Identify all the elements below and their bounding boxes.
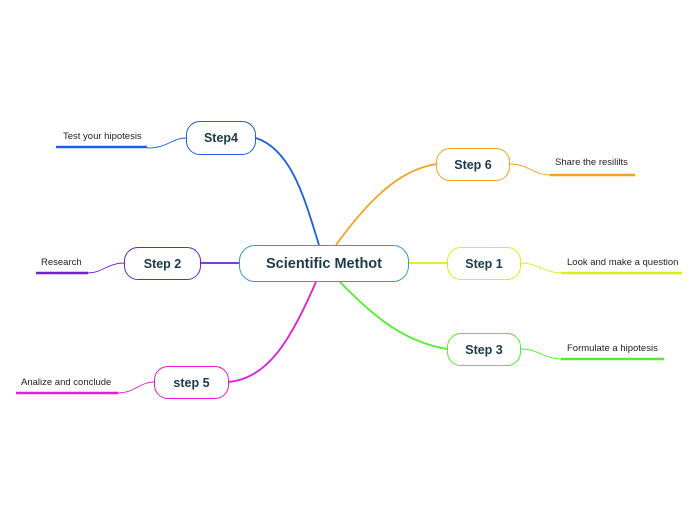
branch-step4-label: Step4 [203, 131, 239, 145]
leaf-formulate-a-hipotesis[interactable]: Formulate a hipotesis [567, 343, 658, 354]
branch-step6[interactable]: Step 6 [436, 148, 510, 181]
connector-central-step4 [255, 137, 320, 246]
leaf-look-and-make-a-question[interactable]: Look and make a question [567, 257, 679, 268]
central-topic[interactable]: Scientific Methot [239, 245, 409, 282]
branch-step2[interactable]: Step 2 [124, 247, 201, 280]
branch-step5[interactable]: step 5 [154, 366, 229, 399]
connector-central-step6 [335, 163, 437, 246]
connector-step3-leaf [520, 348, 562, 360]
leaf-analize-and-conclude[interactable]: Analize and conclude [21, 377, 112, 388]
branch-step5-label: step 5 [173, 375, 210, 390]
branch-step6-label: Step 6 [454, 157, 492, 172]
branch-step1-label: Step 1 [465, 256, 503, 271]
connector-step4-leaf [146, 137, 187, 149]
branch-step2-label: Step 2 [143, 256, 182, 271]
connector-central-step5 [228, 281, 317, 383]
leaf-test-your-hipotesis[interactable]: Test your hipotesis [63, 131, 142, 142]
connector-step2-leaf [87, 262, 125, 274]
connector-step6-leaf [509, 163, 551, 176]
branch-step3[interactable]: Step 3 [447, 333, 521, 366]
central-topic-label: Scientific Methot [265, 255, 382, 272]
connector-step5-leaf [117, 381, 155, 394]
branch-step4[interactable]: Step4 [186, 121, 256, 155]
connector-central-step3 [339, 281, 448, 350]
connector-step1-leaf [520, 262, 562, 274]
branch-step3-label: Step 3 [465, 342, 503, 357]
leaf-research[interactable]: Research [41, 257, 82, 268]
branch-step1[interactable]: Step 1 [447, 247, 521, 280]
leaf-share-the-resililts[interactable]: Share the resililts [555, 157, 628, 168]
